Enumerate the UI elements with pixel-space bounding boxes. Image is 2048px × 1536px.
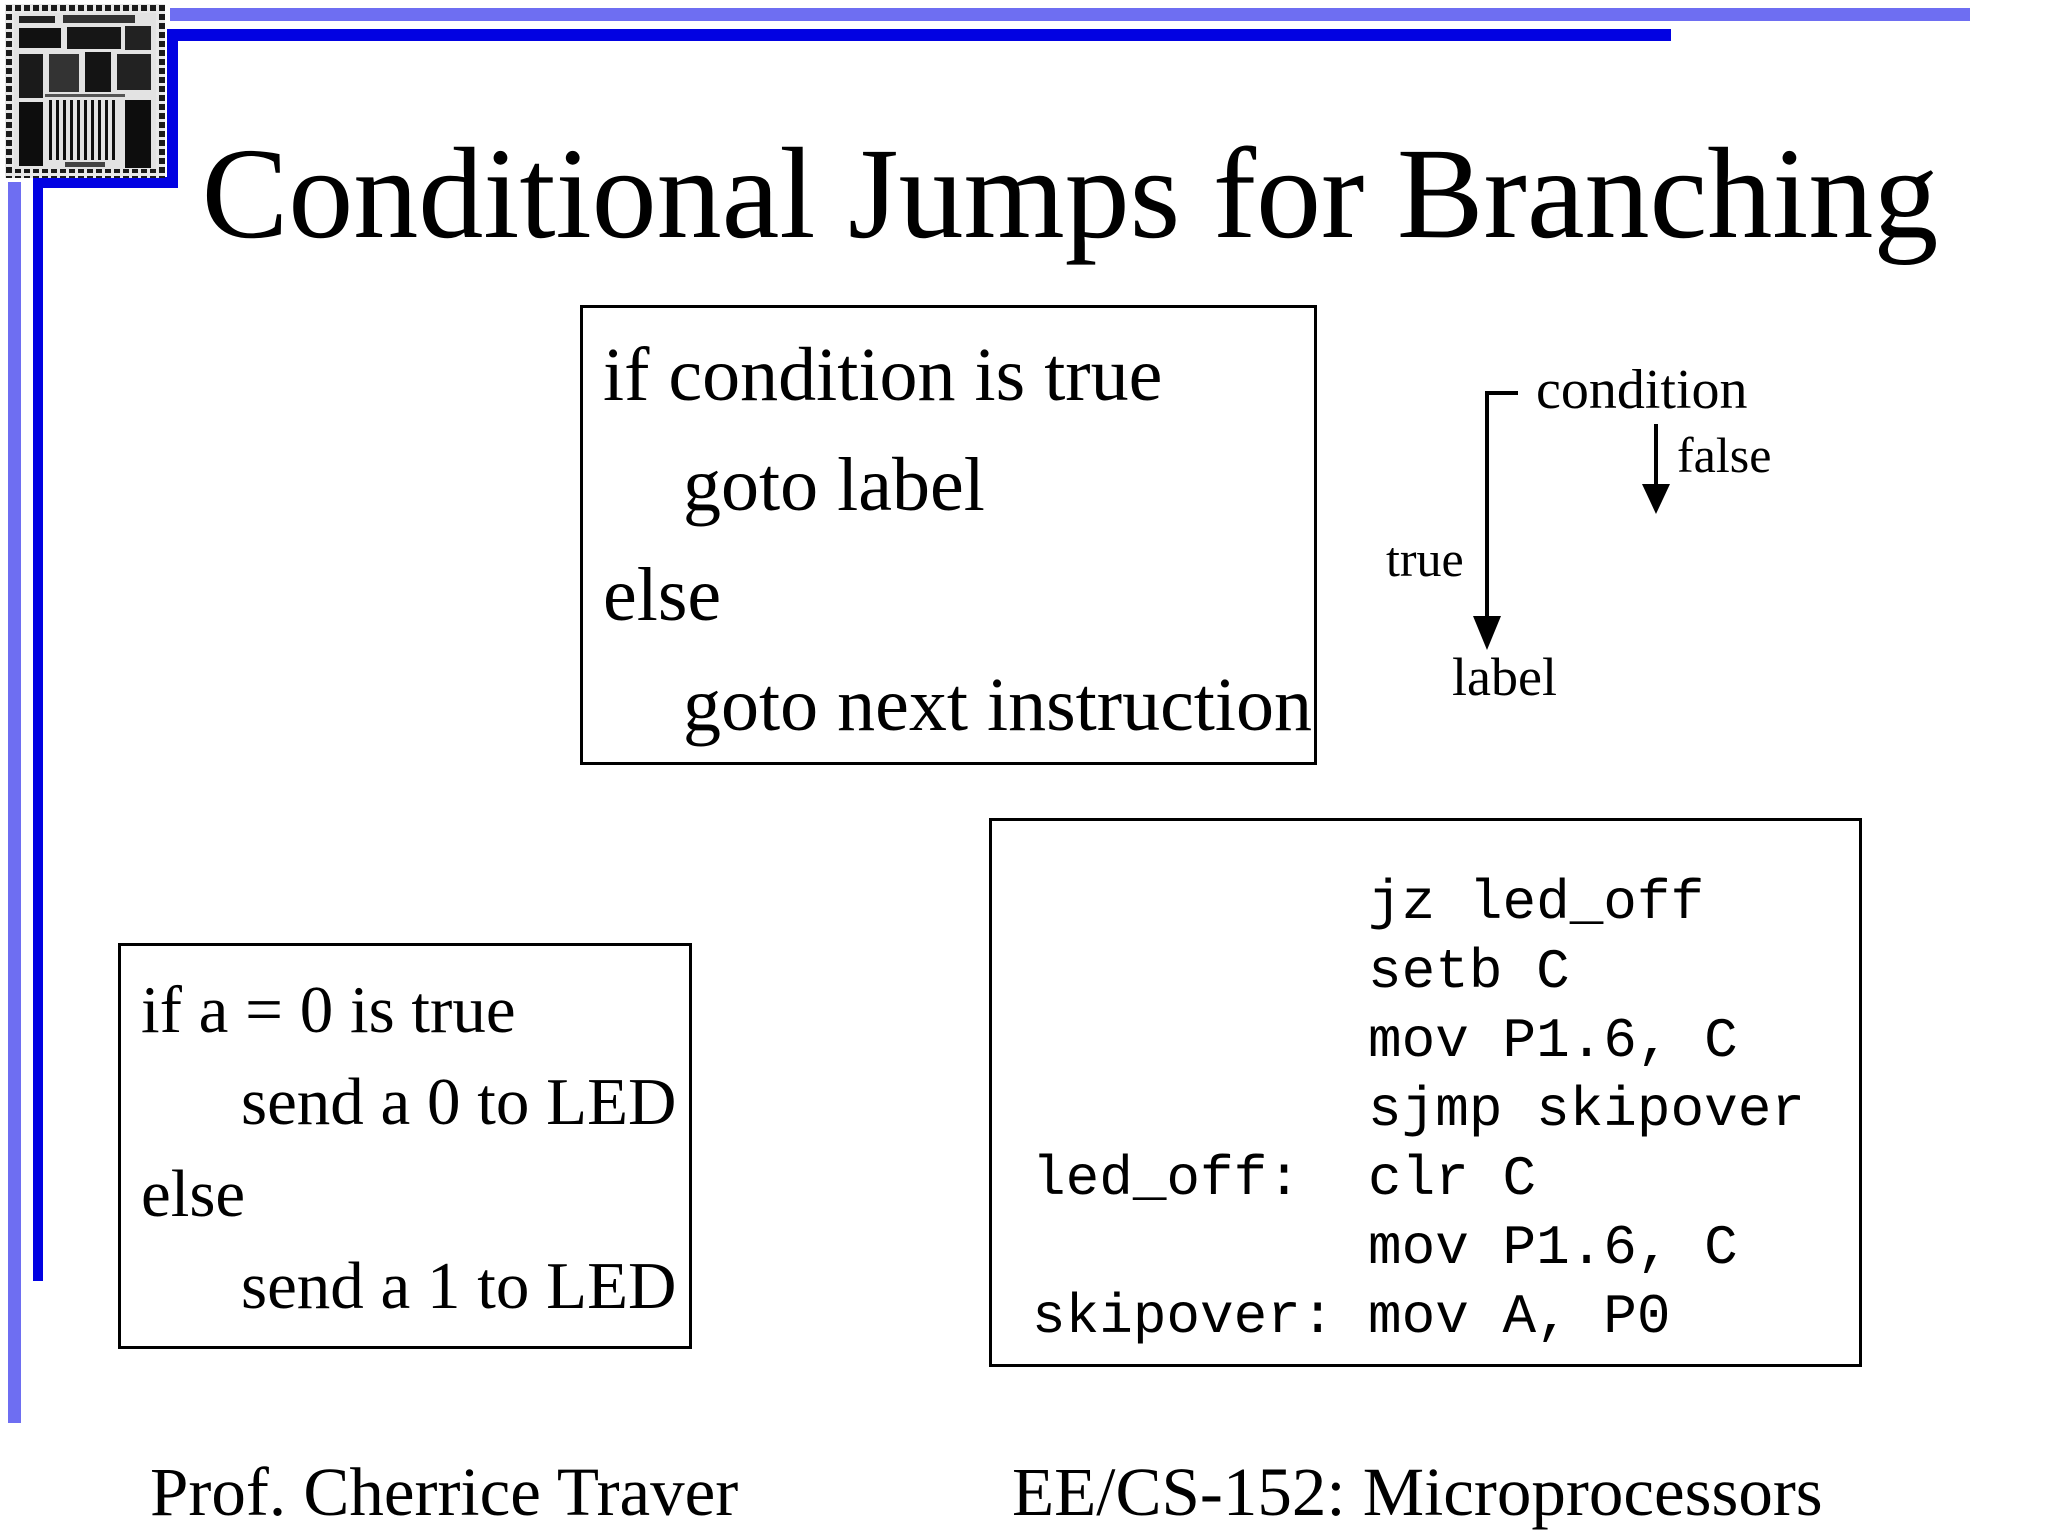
flow-false-label: false xyxy=(1677,427,1772,483)
chip-die-image xyxy=(5,4,165,178)
flow-true-label: true xyxy=(1386,531,1464,587)
led-example-box: if a = 0 is true send a 0 to LED else se… xyxy=(118,943,692,1349)
pseudocode-line-next: goto next instruction xyxy=(683,663,1313,747)
flow-target-label: label xyxy=(1452,647,1557,707)
top-accent-bar-light xyxy=(170,8,1970,21)
footer-author: Prof. Cherrice Traver xyxy=(150,1454,739,1530)
led-line-send0: send a 0 to LED xyxy=(241,1065,677,1139)
pseudocode-line-else: else xyxy=(603,553,722,637)
assembly-code-box: jz led_off setb C mov P1.6, C sjmp skipo… xyxy=(989,818,1862,1367)
branch-flow-diagram xyxy=(1473,391,1670,650)
assembly-code: jz led_off setb C mov P1.6, C sjmp skipo… xyxy=(1032,871,1805,1349)
left-accent-step-horizontal xyxy=(33,177,178,188)
flow-condition-label: condition xyxy=(1536,359,1748,421)
pseudocode-line-goto: goto label xyxy=(683,443,985,527)
led-line-else: else xyxy=(141,1157,246,1231)
top-accent-bar-dark xyxy=(173,29,1671,41)
left-accent-step-vertical xyxy=(167,29,178,188)
true-branch-line xyxy=(1485,391,1518,618)
led-line-if: if a = 0 is true xyxy=(141,973,516,1047)
led-line-send1: send a 1 to LED xyxy=(241,1249,677,1323)
true-arrowhead-icon xyxy=(1473,616,1501,650)
pseudocode-line-if: if condition is true xyxy=(603,333,1163,417)
footer-course: EE/CS-152: Microprocessors xyxy=(1012,1454,1823,1530)
pseudocode-box: if condition is true goto label else got… xyxy=(580,305,1317,765)
left-accent-bar-light xyxy=(8,182,21,1423)
false-arrowhead-icon xyxy=(1642,484,1670,514)
slide-title: Conditional Jumps for Branching xyxy=(201,122,1939,266)
left-accent-bar-dark xyxy=(33,177,43,1281)
